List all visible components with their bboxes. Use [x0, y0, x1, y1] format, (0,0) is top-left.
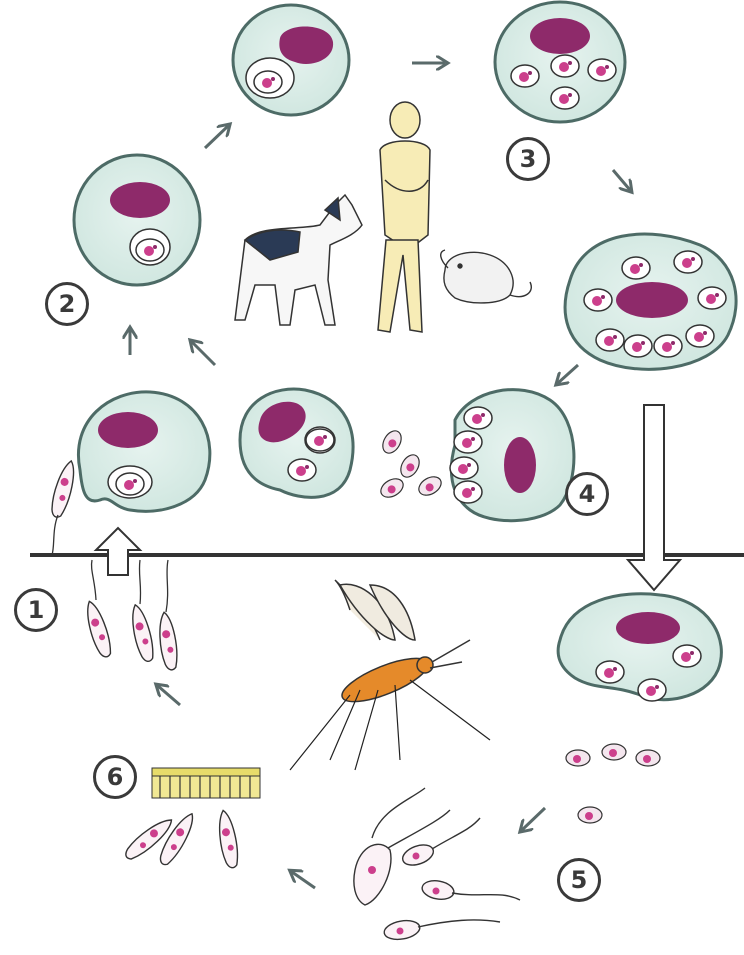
step-label-5: 5: [557, 858, 601, 902]
promastigotes-attached: [122, 809, 241, 869]
big-arrow-down: [628, 405, 680, 590]
step-label-2: 2: [45, 282, 89, 326]
macrophage-cell-ingested: [558, 594, 721, 701]
macrophage-cell-infected: [74, 155, 200, 285]
step-label-6: 6: [93, 755, 137, 799]
step-label-1: 1: [14, 588, 58, 632]
free-amastigotes-lower: [566, 744, 660, 823]
macrophage-cell-packed: [565, 234, 736, 369]
big-arrow-up: [96, 528, 140, 575]
macrophage-cell-phagocytosing: [78, 392, 209, 511]
free-amastigotes-upper: [378, 428, 445, 501]
human-figure-icon: [378, 102, 430, 332]
promastigotes-dividing: [354, 788, 520, 942]
step-label-4: 4: [565, 472, 609, 516]
rodent-icon: [441, 250, 532, 303]
macrophage-cell-top: [233, 5, 349, 115]
step-label-3: 3: [506, 137, 550, 181]
sandfly-midgut-lining: [152, 768, 260, 798]
macrophage-cell-bursting: [450, 390, 574, 521]
macrophage-cell-multiplying: [495, 2, 625, 122]
dog-icon: [235, 195, 362, 325]
macrophage-cell-engulfing: [240, 389, 353, 497]
sandfly-icon: [290, 580, 490, 770]
